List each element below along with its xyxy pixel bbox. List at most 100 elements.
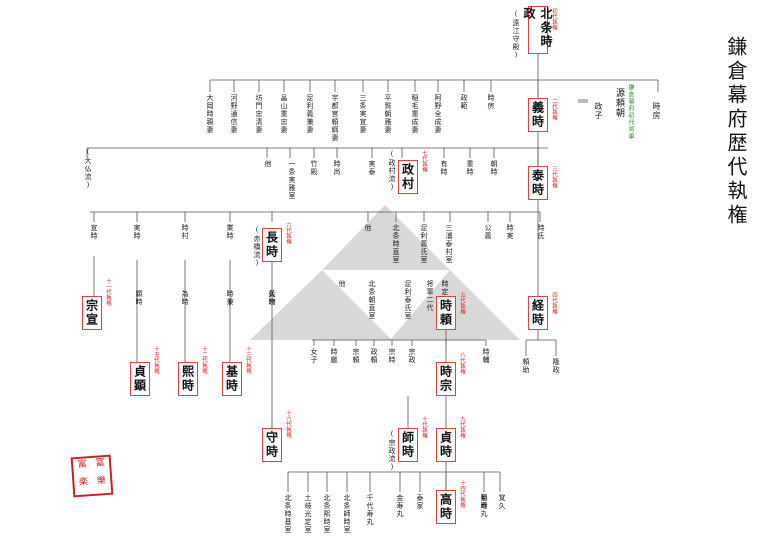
person-name: 隆政	[552, 358, 560, 374]
red-seal-stamp: 富 冨 楽 樂	[70, 454, 114, 498]
grey-triangle	[322, 205, 450, 270]
regent-rank-label: 二代執権	[551, 98, 557, 120]
regent-rank-label: 十二代執権	[201, 346, 207, 374]
person-name: 三条実宣妻	[359, 94, 367, 134]
person-name: 為時	[181, 290, 189, 306]
person-name: 金寿丸	[396, 494, 404, 518]
regent-box-mototoki: 基時	[222, 362, 242, 396]
person-name: 北条熙時室	[323, 494, 331, 534]
regent-box-tokimune: 時宗	[436, 362, 456, 396]
grey-triangle	[250, 270, 392, 340]
seal-char: 楽	[78, 477, 89, 488]
person-name: 朝時	[490, 160, 498, 176]
regent-rank-label: 三代執権	[551, 166, 557, 188]
person-name: 時房	[487, 94, 495, 110]
shogun-label: 鎌倉幕府初代将軍	[627, 84, 634, 140]
person-name: 坊門忠清妻	[255, 94, 263, 134]
regent-box-yasutoki: 泰時	[528, 166, 548, 200]
person-name: 有時	[440, 160, 448, 176]
regent-subnote: (遠江守殿)	[512, 10, 520, 60]
person-name: 宗政	[408, 348, 416, 364]
person-name: 阿野全成妻	[434, 94, 442, 134]
person-name: 北条時直室	[392, 224, 400, 264]
regent-box-tsunetoki: 経時	[528, 296, 548, 330]
person-name: 河野通信妻	[230, 94, 238, 134]
person-name: 頼助	[522, 358, 530, 374]
regent-subnote: (政村流)	[388, 150, 396, 192]
person-name: 北条師時室	[343, 494, 351, 534]
person-name: 久時	[268, 290, 276, 306]
person-name: 宇都宮頼綱妻	[331, 94, 339, 142]
regent-box-hirotoki: 熙時	[178, 362, 198, 396]
seal-char: 冨	[95, 458, 105, 469]
regent-rank-label: 十代執権	[421, 416, 427, 438]
person-name: 大岡時親妻	[206, 94, 214, 134]
person-name: 他	[264, 160, 272, 168]
person-name: 邦時	[480, 494, 488, 510]
person-name: 時定	[441, 280, 449, 296]
person-name: 公義	[484, 224, 492, 240]
person-name: 将軍二代	[426, 280, 434, 312]
person-name: 実泰	[368, 160, 376, 176]
regent-subnote: (大仏流)	[84, 148, 92, 190]
person-name: 重時	[466, 160, 474, 176]
person-name: 他	[364, 224, 372, 232]
regent-box-tokiyori: 時頼	[436, 296, 456, 330]
wife-masako: 政子	[594, 102, 603, 120]
regent-subnote: (赤橋流)	[253, 226, 261, 268]
regent-box-morotoki: 師時	[398, 428, 418, 462]
person-name: 義宗	[268, 290, 276, 306]
regent-box-sadatoki: 貞時	[436, 428, 456, 462]
person-name: 政頼	[370, 348, 378, 364]
regent-rank-label: 十四代執権	[459, 480, 465, 508]
person-name: 竹殿	[310, 160, 318, 176]
person-name: 平賀朝雅妻	[384, 94, 392, 134]
regent-rank-label: 四代執権	[551, 292, 557, 314]
regent-box-moritoki: 守時	[262, 428, 282, 462]
person-name: 畠山重忠妻	[280, 94, 288, 134]
person-name: 顕時	[135, 290, 143, 306]
person-name: 時厳	[330, 348, 338, 364]
person-name: 千代寿丸	[366, 494, 374, 526]
person-name: 土岐光定室	[304, 494, 312, 534]
regent-box-yoshitoki: 義時	[528, 98, 548, 132]
person-name: 宗時	[388, 348, 396, 364]
person-name: 時房	[652, 102, 661, 120]
person-name: 三浦泰村室	[445, 224, 453, 264]
person-name: 稲毛重成妻	[411, 94, 419, 134]
regent-rank-label: 六代執権	[285, 222, 291, 244]
regent-box-tokimasa: 北条時政	[522, 6, 553, 54]
person-name: 北条朝直室	[368, 280, 376, 320]
person-name: 宣時	[90, 224, 98, 240]
person-name: 実時	[133, 224, 141, 240]
person-name: 北条時基室	[284, 494, 292, 534]
regent-rank-label: 十六代執権	[285, 410, 291, 438]
person-name: 時尚	[333, 160, 341, 176]
person-name: 政範	[460, 94, 468, 110]
person-name: 時実	[506, 224, 514, 240]
regent-box-munenobu: 宗宣	[82, 296, 102, 330]
regent-subnote: (宗政流)	[388, 430, 396, 472]
person-name: 時氏	[537, 224, 545, 240]
person-name: 足利義兼妻	[306, 94, 314, 134]
regent-rank-label: 七代執権	[421, 150, 427, 172]
regent-rank-label: 五代執権	[459, 292, 465, 314]
shogun-name: 源頼朝	[614, 88, 624, 118]
regent-rank-label: 初代執権	[551, 8, 557, 30]
regent-box-masamura: 政村	[398, 160, 418, 194]
regent-rank-label: 十三代執権	[245, 346, 251, 374]
person-name: 時兼	[226, 290, 234, 306]
regent-rank-label: 十五代執権	[153, 346, 159, 374]
person-name: 菊寿丸	[480, 494, 488, 518]
regent-box-nagatoki: 長時	[262, 228, 282, 262]
person-name: 足利義氏室	[420, 224, 428, 264]
seal-char: 富	[77, 459, 88, 470]
regent-rank-label: 九代執権	[459, 416, 465, 438]
regent-box-takatoki: 高時	[436, 490, 456, 524]
regent-rank-label: 八代執権	[459, 352, 465, 374]
person-name: 泰家	[416, 494, 424, 510]
person-name: 一条実雅室	[288, 160, 296, 200]
person-name: 足利泰氏室	[404, 280, 412, 320]
